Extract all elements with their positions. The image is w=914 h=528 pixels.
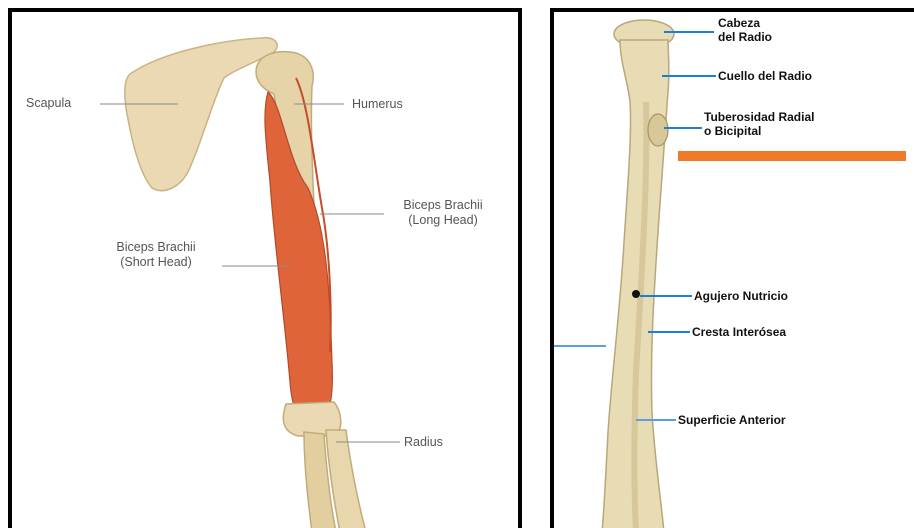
- arm-illustration: [12, 12, 522, 528]
- scapula-bone: [125, 38, 277, 191]
- arm-anatomy-panel: Scapula Humerus Biceps Brachii (Long Hea…: [8, 8, 522, 528]
- biceps-long-label: Biceps Brachii (Long Head): [388, 198, 498, 228]
- cabeza-label-line2: del Radio: [718, 30, 772, 44]
- highlight-bar: [678, 151, 906, 161]
- radius-label: Radius: [404, 435, 443, 450]
- radius-illustration: [554, 12, 914, 528]
- cresta-label: Cresta Interósea: [692, 325, 786, 339]
- cuello-label: Cuello del Radio: [718, 69, 812, 83]
- biceps-short-label-line2: (Short Head): [96, 255, 216, 270]
- biceps-long-label-line1: Biceps Brachii: [388, 198, 498, 213]
- biceps-long-label-line2: (Long Head): [388, 213, 498, 228]
- scapula-label: Scapula: [26, 96, 71, 111]
- superficie-label: Superficie Anterior: [678, 413, 786, 427]
- cabeza-label-line1: Cabeza: [718, 16, 772, 30]
- tuberosidad-label-line1: Tuberosidad Radial: [704, 110, 814, 124]
- tuberosidad-label-line2: o Bicipital: [704, 124, 814, 138]
- tuberosidad-label: Tuberosidad Radial o Bicipital: [704, 110, 814, 138]
- radial-tuberosity: [648, 114, 668, 146]
- agujero-label: Agujero Nutricio: [694, 289, 788, 303]
- radius-anatomy-panel: Cabeza del Radio Cuello del Radio Tubero…: [550, 8, 914, 528]
- humerus-label: Humerus: [352, 97, 403, 112]
- biceps-short-label: Biceps Brachii (Short Head): [96, 240, 216, 270]
- nutrient-foramen: [632, 290, 640, 298]
- cabeza-label: Cabeza del Radio: [718, 16, 772, 44]
- biceps-short-label-line1: Biceps Brachii: [96, 240, 216, 255]
